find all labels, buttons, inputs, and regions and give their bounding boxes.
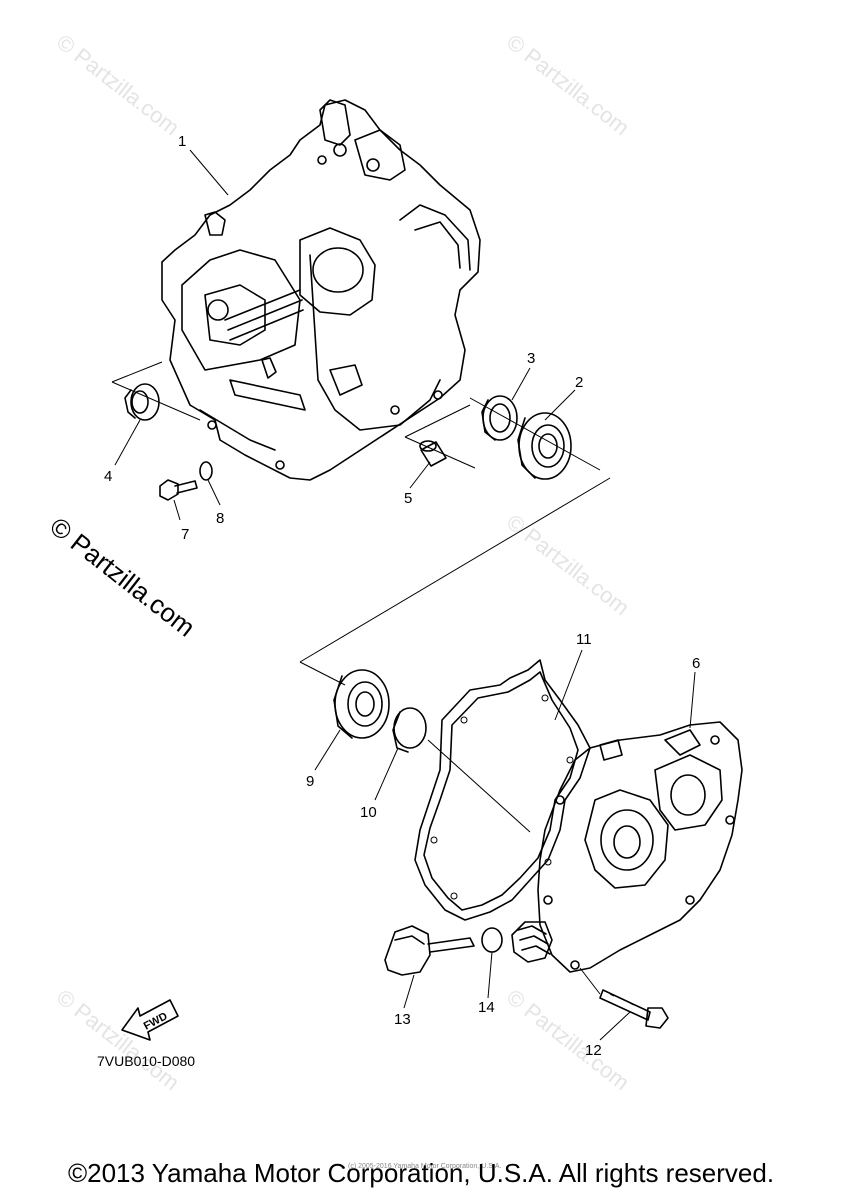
callout-11: 11 (576, 631, 592, 648)
copyright-footer: ©2013 Yamaha Motor Corporation, U.S.A. A… (67, 1158, 775, 1188)
bolt-part-7 (159, 479, 198, 501)
callout-7: 7 (181, 526, 189, 543)
callout-2: 2 (575, 374, 583, 391)
o-ring-part-14 (481, 927, 503, 953)
bearing-part-9 (333, 669, 390, 739)
callout-14: 14 (478, 999, 495, 1016)
plug-part-10 (392, 707, 427, 753)
callout-5: 5 (404, 490, 412, 507)
watermark-text-main: © Partzilla.com (44, 511, 201, 643)
watermark-text: © Partzilla.com (502, 984, 634, 1095)
watermark-text: © Partzilla.com (502, 29, 634, 140)
callout-labels: 1 2 3 4 5 6 7 8 9 10 11 12 13 14 (104, 133, 700, 1059)
crankcase-cover-part-6 (511, 721, 743, 973)
dowel-pin-part-5 (419, 440, 447, 467)
washer-part-8 (199, 461, 213, 481)
callout-10: 10 (360, 804, 377, 821)
crankcase-part-1 (161, 99, 481, 481)
callout-6: 6 (692, 655, 700, 672)
watermark-text: © Partzilla.com (52, 984, 184, 1095)
watermark-group: © Partzilla.com © Partzilla.com © Partzi… (52, 29, 634, 1095)
oil-seal-part-3 (481, 395, 518, 441)
small-copyright: (c) 2005-2016 Yamaha Motor Corporation, … (348, 1163, 502, 1170)
watermark-text: © Partzilla.com (52, 29, 184, 140)
diagram-code: 7VUB010-D080 (97, 1053, 195, 1069)
callout-13: 13 (394, 1011, 411, 1028)
callout-leaders (114, 149, 696, 1041)
callout-3: 3 (527, 350, 535, 367)
callout-12: 12 (585, 1042, 602, 1059)
gasket-part-11 (414, 659, 591, 921)
reference-lines (111, 361, 611, 995)
dipstick-part-13 (384, 925, 475, 976)
callout-4: 4 (104, 468, 112, 485)
bearing-part-2 (517, 412, 572, 480)
callout-9: 9 (306, 773, 314, 790)
callout-8: 8 (216, 510, 224, 527)
callout-1: 1 (178, 133, 186, 150)
watermark-text: © Partzilla.com (502, 509, 634, 620)
bolt-part-12 (599, 989, 669, 1029)
